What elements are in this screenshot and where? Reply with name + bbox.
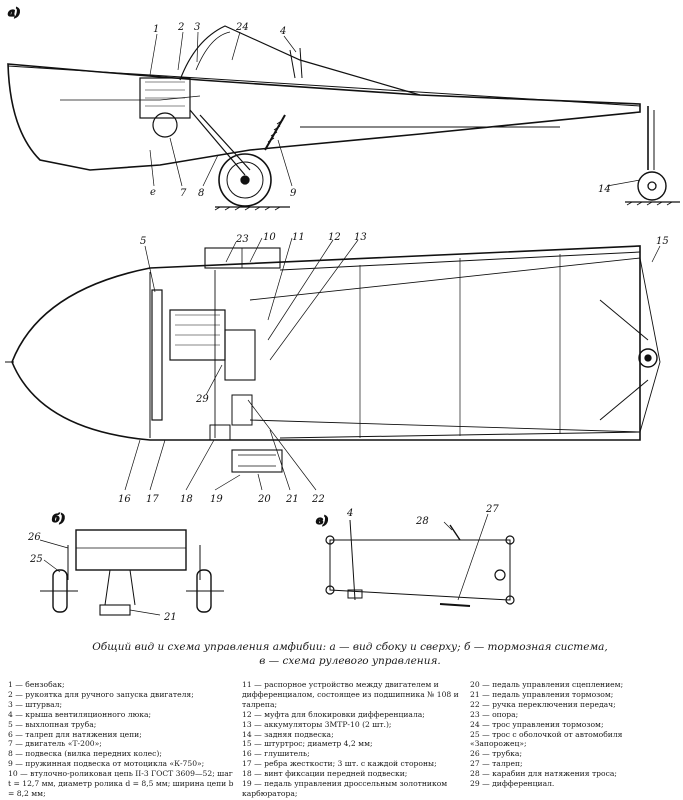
legend-item: 1 — бензобак; [8,680,65,689]
legend-item: 13 — аккумуляторы 3МТР-10 (2 шт.); [242,719,392,729]
callout-9: 9 [290,188,297,199]
brake-system: б) [39,511,224,616]
callout-1: 1 [153,24,159,35]
callout-21: 21 [285,494,299,505]
legend-item: 6 — талреп для натяжения цепи; [8,729,142,739]
legend-item: 15 — штуртрос; диаметр 4,2 мм; [242,739,373,749]
legend-item: 14 — задняя подвеска; [242,729,334,739]
legend-column-1: 1 — бензобак; 2 — рукоятка для ручного з… [8,680,236,799]
callout-22: 22 [311,494,325,505]
callout-4: 4 [279,26,286,37]
legend-item: 29 — дифференциал. [470,779,555,789]
panel-label-a: а) [8,6,20,19]
legend-item: 26 — трубка; [470,749,523,759]
legend-item: 23 — опора; [470,709,519,719]
callout-e: е [150,187,156,198]
side-view-callouts: 1 2 3 24 4 е 7 8 9 14 [150,22,611,199]
legend-item: 24 — трос управления тормозом; [470,719,604,729]
callout-8: 8 [198,188,204,199]
legend-item: 3 — штурвал; [8,699,63,709]
legend-item: 11 — распорное устройство между двигател… [242,680,459,709]
callout-11: 11 [292,232,305,243]
callout-16: 16 [118,494,131,505]
callout-29: 29 [195,394,209,405]
caption-line-2: в — схема рулевого управления. [259,655,441,667]
callout-27: 27 [485,504,499,515]
callout-12: 12 [328,232,341,243]
callout-28: 28 [415,516,429,527]
callout-3: 3 [194,22,200,33]
legend-item: 7 — двигатель «Т-200»; [8,739,102,749]
steering-callouts: 4 28 27 [346,504,499,527]
callout-18: 18 [180,494,193,505]
legend-column-2: 11 — распорное устройство между двигател… [242,680,462,799]
legend-item: 19 — педаль управления дроссельным золот… [242,779,448,798]
callout-25: 25 [29,554,43,565]
callout-10: 10 [263,232,276,243]
legend-item: 25 — трос с оболочкой от автомобиля «Зап… [470,729,623,749]
steering-scheme: в) [315,513,515,607]
top-view-callouts: 5 23 10 11 12 13 15 29 16 17 18 19 20 21… [118,232,669,505]
legend-item: 17 — ребра жесткости; 3 шт. с каждой сто… [242,759,437,769]
legend-item: 22 — ручка переключения передач; [470,699,616,709]
callout-5: 5 [140,236,146,247]
legend-item: 20 — педаль управления сцеплением; [470,680,624,689]
brake-callouts: 26 25 21 [27,532,177,623]
callout-21-brake: 21 [163,612,177,623]
caption-line-1: Общий вид и схема управления амфибии: а … [92,641,608,653]
legend-item: 2 — рукоятка для ручного запуска двигате… [8,689,194,699]
legend-item: 21 — педаль управления тормозом; [470,689,614,699]
legend-item: 5 — выхлопная труба; [8,719,97,729]
legend-item: 27 — талреп; [470,759,523,769]
callout-17: 17 [146,494,159,505]
callout-4-steer: 4 [346,508,353,519]
legend-item: 10 — втулочно-роликовая цепь II-3 ГОСТ 3… [8,769,234,798]
legend-item: 8 — подвеска (вилка передних колес); [8,749,162,759]
panel-label-v: в) [316,514,328,527]
callout-23: 23 [235,234,249,245]
legend-item: 9 — пружинная подвеска от мотоцикла «К-7… [8,759,205,769]
callout-19: 19 [210,494,223,505]
callout-26: 26 [27,532,41,543]
legend-item: 18 — винт фиксации передней подвески; [242,769,408,779]
legend-item: 28 — карабин для натяжения троса; [470,769,617,779]
top-view [5,237,661,491]
callout-14: 14 [598,184,611,195]
callout-2: 2 [177,22,184,33]
legend-item: 12 — муфта для блокировки дифференциала; [242,709,425,719]
panel-label-b: б) [52,512,65,525]
callout-20: 20 [257,494,271,505]
callout-7: 7 [180,188,187,199]
legend-column-3: 20 — педаль управления сцеплением; 21 — … [470,680,680,789]
side-view: а) [7,5,680,211]
callout-24: 24 [235,22,249,33]
figure-caption: Общий вид и схема управления амфибии: а … [60,640,640,668]
legend-item: 16 — глушитель; [242,749,310,759]
callout-13: 13 [354,232,367,243]
technical-drawing: а) [5,5,680,623]
callout-15: 15 [656,236,669,247]
legend-item: 4 — крыша вентиляционного люка; [8,709,152,719]
